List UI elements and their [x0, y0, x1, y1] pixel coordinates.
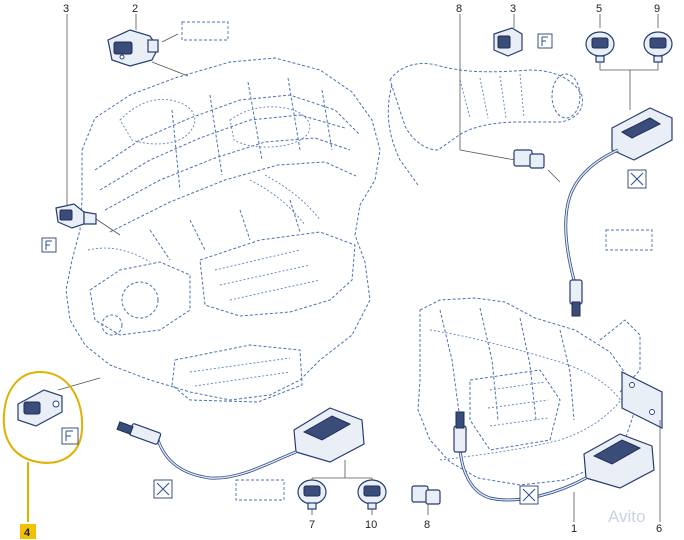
- engine-block: [65, 57, 381, 403]
- part-connector-10: [357, 479, 387, 510]
- part-knock-sensor: [17, 389, 63, 427]
- callout-3-right: 3: [510, 3, 516, 15]
- part-cable-clip-bottom: [411, 485, 441, 505]
- callout-1: 1: [571, 523, 577, 535]
- callout-4-badge: [20, 524, 36, 539]
- callout-2: 2: [132, 3, 138, 15]
- callout-9: 9: [654, 3, 660, 15]
- part-cable-clip-right: [513, 149, 545, 169]
- reference-box-right: [605, 229, 653, 251]
- highlight-circle: [2, 370, 84, 464]
- reference-box-top: [181, 21, 229, 41]
- callout-4: 4: [24, 527, 31, 539]
- intake-hose: [387, 63, 584, 186]
- watermark: Avito: [608, 507, 646, 526]
- reference-box-bottom: [235, 479, 285, 501]
- callout-5: 5: [596, 3, 602, 15]
- callout-3-left: 3: [63, 3, 69, 15]
- part-connector-7: [297, 479, 327, 510]
- part-oxygen-sensor-downstream: [116, 407, 365, 480]
- temperature-icon: [61, 427, 79, 445]
- callout-10: 10: [365, 519, 377, 531]
- part-oxygen-sensor-rear: [453, 411, 655, 502]
- no-tool-icon: [627, 169, 647, 189]
- callout-8-bottom: 8: [424, 519, 430, 531]
- temperature-icon: [537, 33, 553, 49]
- part-temperature-sensor-left: [55, 203, 97, 229]
- no-tool-icon: [153, 479, 173, 499]
- part-temperature-sensor-right: [493, 27, 523, 57]
- part-map-sensor: [107, 29, 159, 67]
- part-oxygen-sensor-upstream: [564, 107, 673, 317]
- temperature-icon: [41, 237, 57, 253]
- callout-6: 6: [656, 523, 662, 535]
- callout-8-right: 8: [456, 3, 462, 15]
- callout-labels: 3 2 8 3 5 9 4 7 10 8 1 6: [20, 3, 662, 539]
- callout-7: 7: [309, 519, 315, 531]
- part-connector-9: [643, 31, 673, 63]
- part-connector-5: [585, 31, 615, 63]
- no-tool-icon: [519, 485, 539, 505]
- reference-boxes: [181, 21, 653, 501]
- heat-shield-plate: [621, 371, 663, 429]
